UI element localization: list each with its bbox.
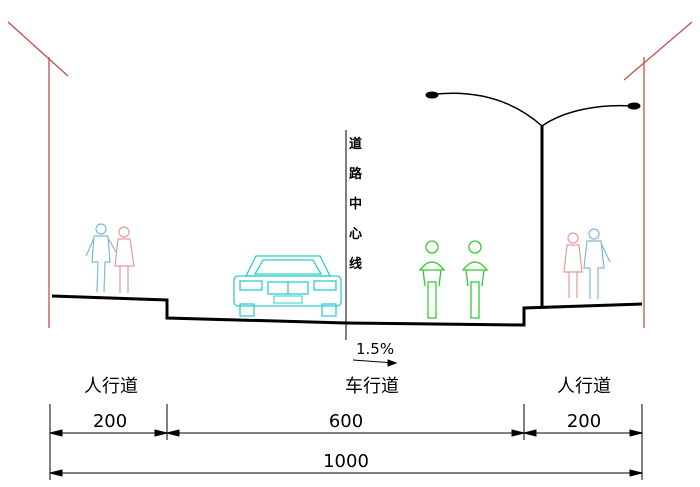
segment-dimension-line [49, 429, 643, 437]
dimension-roadway: 600 [329, 411, 363, 432]
zone-label-right-sidewalk: 人行道 [557, 376, 611, 397]
dimension-right-sidewalk: 200 [567, 411, 601, 432]
car-front-icon [233, 255, 342, 317]
dimension-extension-lines [49, 404, 643, 480]
road-profile-line [51, 294, 643, 327]
right-pedestrian-pair-icon [563, 228, 611, 299]
street-lamp-icon [425, 91, 641, 306]
total-dimension-line [49, 469, 643, 477]
slope-arrow-icon [352, 359, 398, 367]
left-building-edge-icon [7, 21, 69, 328]
center-line-label: 道路中心线 [349, 136, 363, 272]
dimension-total: 1000 [323, 451, 369, 472]
right-building-edge-icon [623, 21, 693, 328]
dimension-left-sidewalk: 200 [93, 411, 127, 432]
left-pedestrian-pair-icon [85, 223, 135, 293]
zone-label-roadway: 车行道 [345, 376, 399, 397]
cyclist-icon [418, 240, 446, 319]
slope-label: 1.5% [356, 340, 394, 358]
cyclist-icon [461, 240, 489, 319]
zone-label-left-sidewalk: 人行道 [84, 376, 138, 397]
